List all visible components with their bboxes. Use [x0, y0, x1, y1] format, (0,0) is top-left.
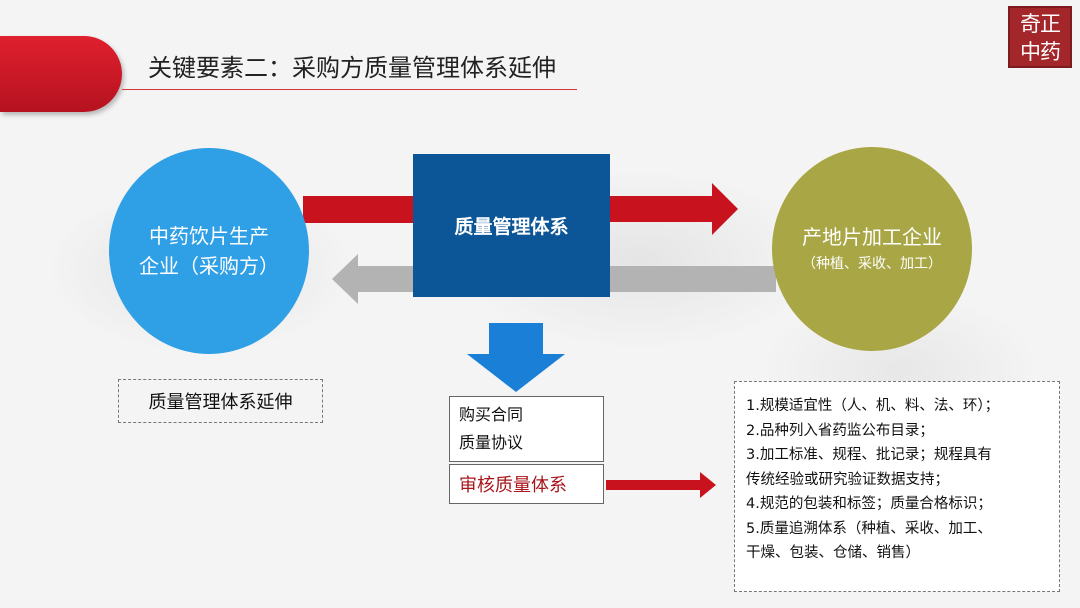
contract-line-1: 购买合同: [459, 405, 524, 424]
audit-label: 审核质量体系: [459, 475, 567, 496]
red-arrow-right: [608, 183, 738, 235]
requirement-line: 1.规模适宜性（人、机、料、法、环）；: [746, 398, 1000, 414]
requirement-line: 传统经验或研究验证数据支持；: [746, 471, 949, 488]
qms-label: 质量管理体系: [454, 216, 569, 238]
qms-box: 质量管理体系: [413, 154, 610, 297]
supplier-circle: 产地片加工企业 （种植、采收、加工）: [772, 147, 972, 351]
buyer-circle: 中药饮片生产 企业（采购方）: [109, 148, 309, 354]
buyer-line-1: 中药饮片生产: [149, 224, 269, 248]
gray-arrow-left: [332, 254, 413, 304]
red-bar-left: [303, 196, 415, 223]
requirement-line: 3.加工标准、规程、批记录；规程具有: [746, 447, 992, 463]
requirements-box: 1.规模适宜性（人、机、料、法、环）； 2.品种列入省药监公布目录； 3.加工标…: [734, 381, 1060, 592]
brand-logo: 奇正 中药: [1008, 6, 1072, 68]
audit-box: 审核质量体系: [449, 464, 604, 504]
red-arrow-audit: [606, 472, 716, 498]
title-underline: [122, 89, 577, 90]
logo-line-1: 奇正: [1020, 12, 1061, 36]
page-title: 关键要素二：采购方质量管理体系延伸: [148, 54, 556, 82]
supplier-line-2: （种植、采收、加工）: [802, 256, 942, 272]
contract-line-2: 质量协议: [459, 433, 524, 452]
requirement-line: 2.品种列入省药监公布目录；: [746, 422, 934, 439]
extension-box: 质量管理体系延伸: [118, 379, 323, 423]
title-accent-tab: [0, 36, 122, 112]
requirement-line: 5.质量追溯体系（种植、采收、加工、: [746, 520, 992, 537]
blue-down-arrow: [467, 323, 565, 392]
logo-line-2: 中药: [1020, 40, 1061, 64]
buyer-line-2: 企业（采购方）: [139, 254, 279, 278]
supplier-line-1: 产地片加工企业: [802, 225, 942, 249]
contract-box: 购买合同 质量协议: [449, 396, 604, 462]
requirement-line: 干燥、包装、仓储、销售）: [746, 545, 920, 561]
gray-bar-right: [608, 266, 776, 292]
extension-label: 质量管理体系延伸: [148, 392, 293, 413]
requirement-line: 4.规范的包装和标签；质量合格标识；: [746, 496, 992, 512]
